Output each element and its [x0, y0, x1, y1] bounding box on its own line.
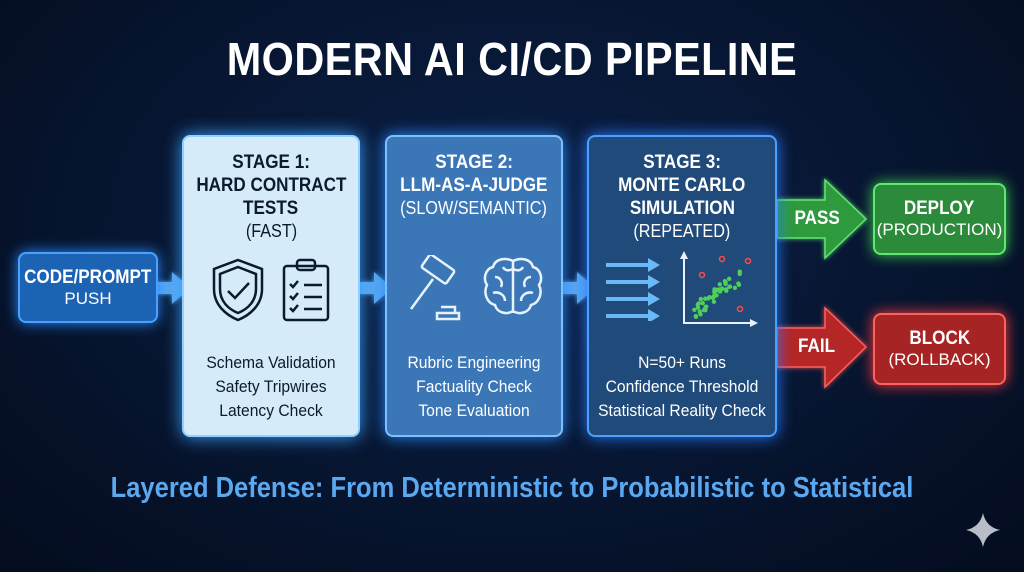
gavel-icon [409, 255, 461, 321]
scatter-plot-icon [680, 251, 758, 327]
stage-name: MONTE CARLO [618, 175, 746, 196]
parallel-arrows-icon [606, 258, 660, 321]
stage-name: LLM-AS-A-JUDGE [400, 175, 548, 196]
arrow-push-to-stage1 [156, 272, 190, 304]
brain-icon [483, 257, 543, 315]
stage-name: HARD CONTRACT [195, 175, 347, 196]
block-label: BLOCK [909, 328, 970, 349]
stage-label: STAGE 3: [643, 152, 721, 173]
code-prompt-push-box: CODE/PROMPT PUSH [18, 252, 158, 323]
check-item: Tone Evaluation [418, 401, 530, 420]
fail-label: FAIL [798, 336, 836, 357]
arrow-stage1-to-stage2 [360, 272, 392, 304]
fail-arrow [776, 306, 868, 389]
stage-label: STAGE 1: [232, 152, 310, 173]
subtitle: Layered Defense: From Deterministic to P… [110, 472, 914, 504]
stage-label: STAGE 2: [435, 152, 513, 173]
stage-speed: (SLOW/SEMANTIC) [400, 198, 548, 218]
check-item: Confidence Threshold [605, 377, 759, 396]
push-label: CODE/PROMPT [24, 266, 152, 288]
stage-1-card: STAGE 1: HARD CONTRACT TESTS (FAST) Sche… [182, 135, 360, 437]
stage-name: TESTS [243, 198, 299, 219]
pass-label: PASS [794, 208, 840, 229]
pass-arrow [776, 178, 868, 260]
check-item: Factuality Check [416, 377, 532, 396]
deploy-label: DEPLOY [904, 198, 975, 219]
check-item: Latency Check [219, 401, 323, 420]
deploy-sublabel: (PRODUCTION) [876, 220, 1003, 239]
arrow-stage2-to-stage3 [563, 272, 595, 304]
check-item: Statistical Reality Check [598, 401, 766, 420]
diagram-title: MODERN AI CI/CD PIPELINE [226, 33, 798, 85]
block-box: BLOCK (ROLLBACK) [873, 313, 1006, 385]
sparkle-icon [966, 513, 1000, 547]
stage-2-card: STAGE 2: LLM-AS-A-JUDGE (SLOW/SEMANTIC) … [385, 135, 563, 437]
stage-speed: (REPEATED) [633, 221, 731, 241]
check-item: Rubric Engineering [407, 353, 541, 372]
shield-check-icon [212, 258, 264, 322]
deploy-box: DEPLOY (PRODUCTION) [873, 183, 1006, 255]
stage-name: SIMULATION [629, 198, 735, 219]
check-item: N=50+ Runs [638, 353, 726, 372]
block-sublabel: (ROLLBACK) [888, 350, 991, 369]
check-item: Schema Validation [206, 353, 336, 372]
stage-speed: (FAST) [245, 221, 297, 241]
push-sublabel: PUSH [64, 288, 112, 308]
check-item: Safety Tripwires [215, 377, 327, 396]
stage-3-card: STAGE 3: MONTE CARLO SIMULATION (REPEATE… [587, 135, 777, 437]
checklist-clipboard-icon [282, 258, 330, 322]
